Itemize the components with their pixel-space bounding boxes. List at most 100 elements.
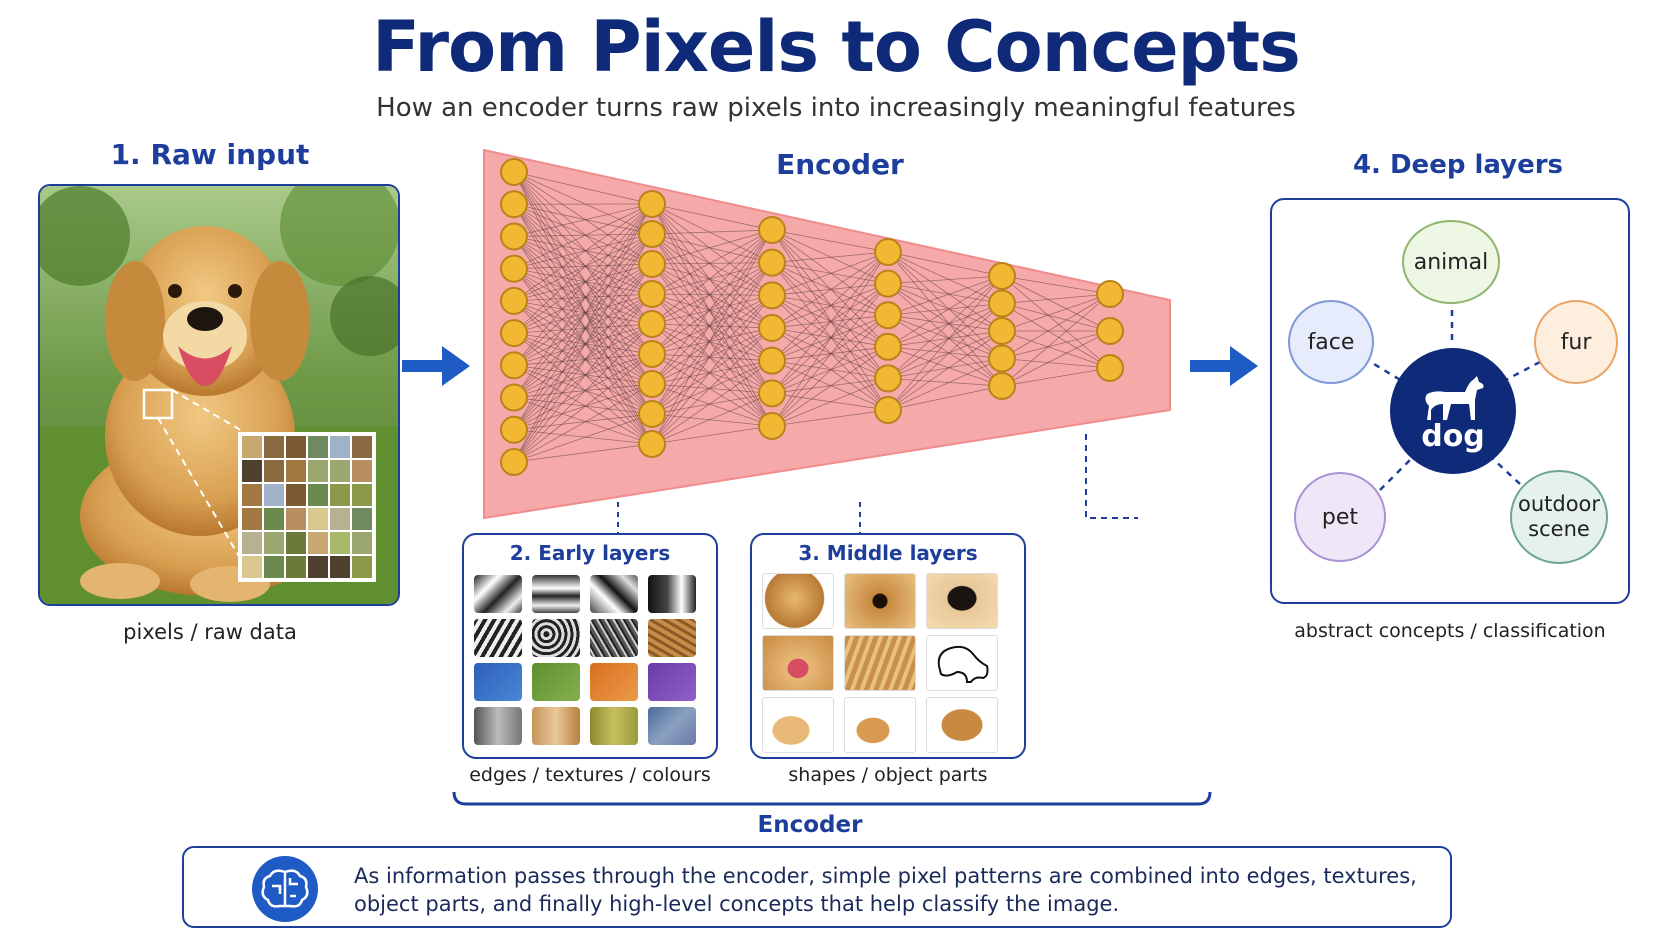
network-connection bbox=[771, 251, 889, 427]
network-connection bbox=[887, 275, 1003, 411]
neuron-layer-2 bbox=[638, 280, 666, 308]
network-connection bbox=[651, 229, 773, 445]
pixel-cell bbox=[308, 484, 328, 506]
network-connection bbox=[651, 293, 773, 362]
network-connection bbox=[887, 378, 1003, 387]
pixel-cell bbox=[264, 484, 284, 506]
network-connection bbox=[513, 353, 653, 366]
middle-feature-tile bbox=[762, 635, 834, 691]
network-connection bbox=[1001, 303, 1111, 369]
neuron-layer-2 bbox=[638, 370, 666, 398]
network-connection bbox=[651, 262, 773, 355]
network-connection bbox=[513, 383, 653, 398]
network-connection bbox=[513, 300, 653, 325]
network-connection bbox=[651, 327, 773, 415]
neuron-layer-3 bbox=[758, 412, 786, 440]
neuron-layer-1 bbox=[500, 448, 528, 476]
pixel-cell bbox=[308, 556, 328, 578]
neuron-layer-2 bbox=[638, 310, 666, 338]
pixel-cell bbox=[330, 532, 350, 554]
pixel-cell bbox=[264, 532, 284, 554]
middle-feature-tile bbox=[926, 697, 998, 753]
network-connection bbox=[513, 203, 653, 385]
network-connection bbox=[887, 275, 1003, 284]
network-connection bbox=[651, 293, 773, 394]
network-connection bbox=[651, 360, 773, 445]
network-connection bbox=[771, 251, 889, 329]
network-connection bbox=[651, 392, 773, 445]
pixel-cell bbox=[264, 556, 284, 578]
network-connection bbox=[513, 263, 653, 302]
network-connection bbox=[513, 236, 653, 445]
pixel-cell bbox=[308, 460, 328, 482]
network-connection bbox=[771, 251, 889, 264]
network-connection bbox=[887, 303, 1003, 316]
network-connection bbox=[651, 229, 773, 265]
network-connection bbox=[651, 203, 773, 231]
network-connection bbox=[513, 263, 653, 463]
network-connection bbox=[771, 327, 889, 411]
network-connection bbox=[887, 275, 1003, 348]
neuron-layer-4 bbox=[874, 332, 902, 361]
neuron-layer-2 bbox=[638, 430, 666, 458]
network-connection bbox=[651, 413, 773, 427]
network-connection bbox=[513, 203, 653, 463]
network-connection bbox=[513, 203, 653, 430]
network-connection bbox=[651, 233, 773, 394]
pixel-cell bbox=[264, 460, 284, 482]
network-connection bbox=[651, 323, 773, 362]
neuron-layer-1 bbox=[500, 222, 528, 251]
network-connection bbox=[771, 378, 889, 394]
network-connection bbox=[1001, 330, 1111, 387]
network-connection bbox=[513, 203, 653, 355]
early-feature-tile bbox=[474, 575, 522, 613]
early-feature-tile bbox=[590, 663, 638, 701]
network-connection bbox=[513, 171, 653, 385]
network-connection bbox=[513, 203, 653, 366]
network-connection bbox=[513, 429, 653, 445]
network-connection bbox=[513, 293, 653, 334]
pixel-cell bbox=[308, 508, 328, 530]
neuron-layer-2 bbox=[638, 220, 666, 248]
dog-outline-icon bbox=[937, 645, 989, 683]
network-connection bbox=[513, 300, 653, 445]
page-title: From Pixels to Concepts bbox=[372, 6, 1301, 88]
neuron-layer-5 bbox=[988, 289, 1016, 318]
pixel-cell bbox=[330, 436, 350, 458]
network-connection bbox=[887, 303, 1003, 348]
network-connection bbox=[771, 229, 889, 379]
network-connection bbox=[887, 358, 1003, 379]
middle-feature-tile bbox=[762, 697, 834, 753]
neuron-layer-4 bbox=[874, 301, 902, 330]
network-connection bbox=[513, 171, 653, 325]
network-connection bbox=[513, 203, 653, 237]
network-connection bbox=[651, 327, 773, 445]
deep-layers-caption: abstract concepts / classification bbox=[1294, 620, 1606, 642]
pixel-cell bbox=[242, 532, 262, 554]
network-connection bbox=[887, 314, 1003, 332]
early-feature-tile bbox=[474, 663, 522, 701]
network-connection bbox=[513, 413, 653, 463]
network-connection bbox=[651, 293, 773, 329]
early-feature-tile bbox=[648, 707, 696, 745]
network-connection bbox=[513, 293, 653, 398]
network-connection bbox=[513, 413, 653, 431]
network-connection bbox=[887, 251, 1003, 277]
neuron-layer-5 bbox=[988, 344, 1016, 373]
network-connection bbox=[651, 229, 773, 415]
network-connection bbox=[1001, 303, 1111, 332]
network-connection bbox=[513, 236, 653, 325]
network-connection bbox=[513, 236, 653, 265]
network-connection bbox=[513, 332, 653, 415]
neuron-layer-3 bbox=[758, 216, 786, 244]
middle-feature-tile bbox=[926, 635, 998, 691]
network-connection bbox=[651, 327, 773, 385]
network-connection bbox=[771, 314, 889, 329]
network-connection bbox=[513, 233, 653, 237]
network-connection bbox=[651, 203, 773, 329]
network-connection bbox=[771, 294, 889, 316]
raw-input-heading: 1. Raw input bbox=[110, 138, 310, 171]
pixel-cell bbox=[352, 532, 372, 554]
network-connection bbox=[651, 360, 773, 415]
network-connection bbox=[651, 203, 773, 361]
